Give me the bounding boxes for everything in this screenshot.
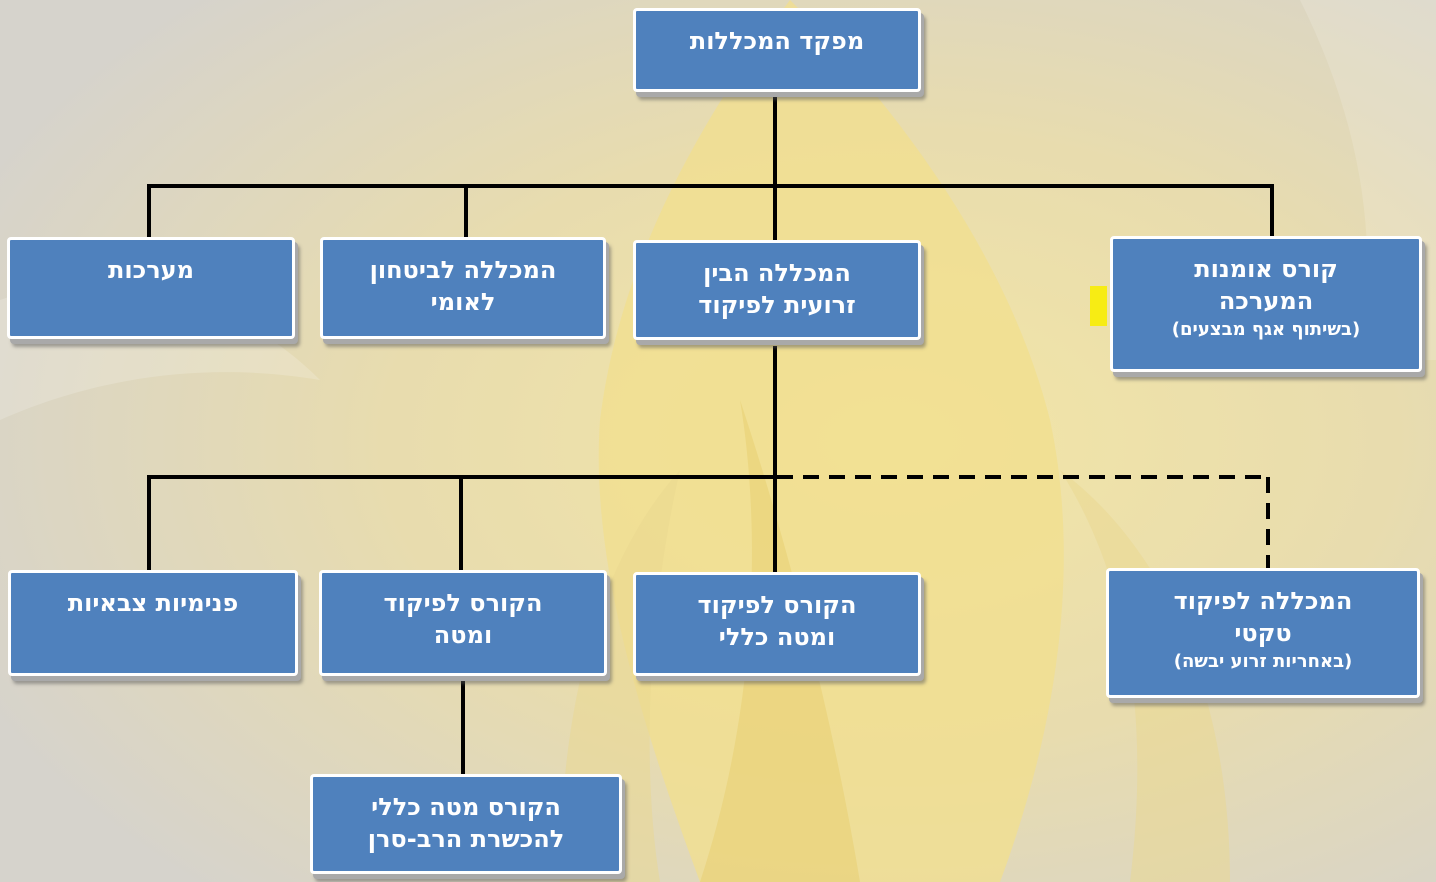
node-line: זרועית לפיקוד [698, 291, 856, 319]
node-line: ומטה כללי [718, 623, 836, 651]
node-line: להכשרת הרב-סרן [367, 825, 565, 853]
node-line: המערכה [1218, 287, 1314, 315]
node-line: הקורס מטה כללי [371, 793, 561, 821]
node-line: קורס אומנות [1194, 255, 1338, 283]
node-line: הקורס לפיקוד [383, 589, 543, 617]
node-line: טקטי [1234, 619, 1292, 647]
node-line: ומטה [433, 621, 493, 649]
node-line: המכללה לפיקוד [1173, 587, 1353, 615]
node-mikhlala-bitachon-leumi[interactable]: המכללה לביטחון לאומי [320, 237, 606, 339]
node-line: המכללה לביטחון [369, 256, 557, 284]
node-line: פנימיות צבאיות [67, 589, 239, 617]
node-mikhlala-pikud-takti[interactable]: המכללה לפיקוד טקטי (באחריות זרוע יבשה) [1106, 568, 1420, 698]
node-kurs-pikud-umate[interactable]: הקורס לפיקוד ומטה [319, 570, 607, 676]
node-pnimiyot-tsvaiyot[interactable]: פנימיות צבאיות [8, 570, 298, 676]
node-line: הקורס לפיקוד [697, 591, 857, 619]
node-kurs-mate-klali-rav-seren[interactable]: הקורס מטה כללי להכשרת הרב-סרן [310, 774, 622, 874]
highlight-marker [1090, 286, 1107, 326]
node-mikhlala-bein-zroit[interactable]: המכללה הבין זרועית לפיקוד [633, 240, 921, 340]
node-kurs-omanut-hamaarakha[interactable]: קורס אומנות המערכה (בשיתוף אגף מבצעים) [1110, 236, 1422, 372]
node-mefaked-hamikhlalot[interactable]: מפקד המכללות [633, 8, 921, 92]
node-note: (באחריות זרוע יבשה) [1173, 651, 1353, 672]
node-maarachot[interactable]: מערכות [7, 237, 295, 339]
node-line: מערכות [107, 256, 195, 284]
node-kurs-pikud-umate-klali[interactable]: הקורס לפיקוד ומטה כללי [633, 572, 921, 676]
node-line: מפקד המכללות [689, 27, 865, 55]
node-note: (בשיתוף אגף מבצעים) [1171, 319, 1361, 340]
node-line: לאומי [430, 288, 496, 316]
node-line: המכללה הבין [703, 259, 851, 287]
